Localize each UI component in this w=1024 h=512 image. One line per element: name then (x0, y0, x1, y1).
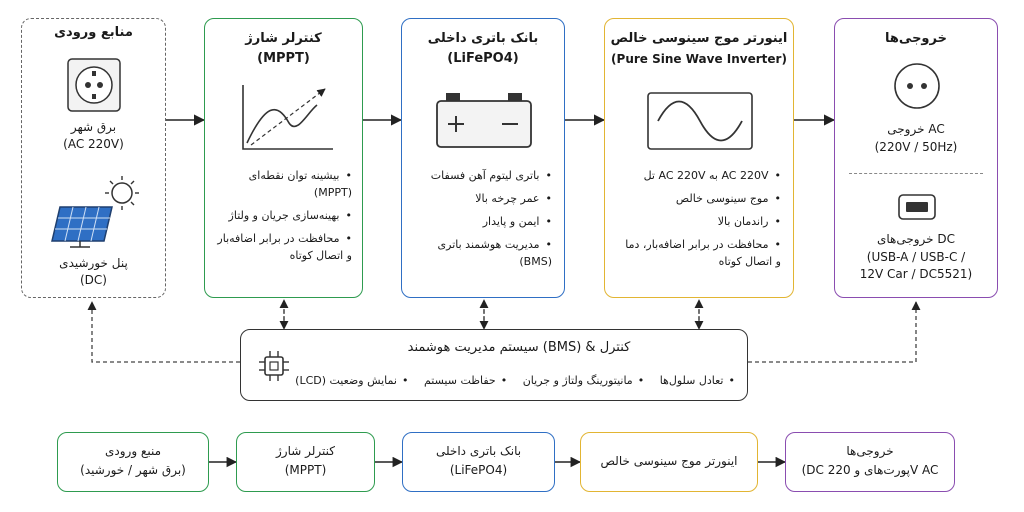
bms-feature: مانیتورینگ ولتاژ و جریان (523, 374, 644, 387)
summary-mppt-box: کنترلر شارژ (MPPT) (236, 432, 375, 492)
summary-inverter-box: اینورتر موج سینوسی خالص (580, 432, 758, 492)
inverter-box: اینورتر موج سینوسی خالص (Pure Sine Wave … (604, 18, 794, 298)
sine-wave-icon (647, 92, 753, 150)
battery-bullet: باتری لیتوم آهن فسفات (412, 167, 552, 184)
battery-bullet: عمر چرخه بالا (412, 190, 552, 207)
bms-dashed-links (87, 299, 921, 363)
inverter-bullet: AC 220V به AC 220V تل (617, 167, 781, 184)
inverter-bullet: موج سینوسی خالص (617, 190, 781, 207)
usb-port-icon (898, 194, 936, 220)
dc-output-value: (USB-A / USB-C / (866, 250, 966, 264)
mppt-bullet: محافظت در برابر اضافه‌بار و اتصال کوتاه (213, 230, 352, 264)
battery-bullets: باتری لیتوم آهن فسفات عمر چرخه بالا ایمن… (412, 167, 552, 276)
chip-icon (259, 351, 289, 381)
grid-value: (AC 220V) (63, 137, 124, 151)
bms-feature: حفاظت سیستم (424, 374, 507, 387)
dc-output-value: 12V Car / DC5521) (859, 267, 973, 281)
mppt-subtitle: (MPPT) (257, 51, 310, 66)
mppt-bullets: بیشینه توان نقطه‌ای (MPPT) بهینه‌سازی جر… (213, 167, 352, 270)
summary-input-line1: منبع ورودی (105, 444, 161, 458)
input-sources-title: منابع ورودی (54, 25, 133, 40)
summary-input-box: منبع ورودی (برق شهر / خورشید) (57, 432, 209, 492)
summary-battery-box: بانک باتری داخلی (LiFePO4) (402, 432, 555, 492)
outputs-box: خروجی‌ها خروجی AC (220V / 50Hz) خروجی‌ها… (834, 18, 998, 298)
battery-bullet: مدیریت هوشمند باتری (BMS) (412, 236, 552, 270)
battery-subtitle: (LiFePO4) (447, 51, 519, 66)
ac-output-value: (220V / 50Hz) (874, 140, 958, 154)
grid-label: برق شهر (70, 120, 117, 134)
solar-label: پنل خورشیدی (59, 256, 128, 270)
mppt-bullet: بهینه‌سازی جریان و ولتاژ (213, 207, 352, 224)
summary-input-line2: (برق شهر / خورشید) (80, 463, 186, 477)
summary-outputs-line2: (DC پورت‌های و 220V AC (801, 463, 939, 477)
mppt-controller-box: کنترلر شارژ (MPPT) بیشینه توان نقطه‌ای (… (204, 18, 363, 298)
summary-mppt-line2: (MPPT) (284, 463, 327, 477)
inverter-title: اینورتر موج سینوسی خالص (610, 31, 788, 46)
mppt-title: کنترلر شارژ (245, 31, 322, 46)
dc-output-label: خروجی‌های DC (876, 232, 956, 246)
bms-feature: نمایش وضعیت (LCD) (295, 374, 408, 387)
battery-bullet: ایمن و پایدار (412, 213, 552, 230)
solar-panel-icon (51, 176, 139, 248)
inverter-bullet: محافظت در برابر اضافه‌بار، دما و اتصال ک… (617, 236, 781, 270)
bms-feature: تعادل سلول‌ها (660, 374, 735, 387)
summary-battery-line1: بانک باتری داخلی (435, 444, 522, 458)
mppt-curve-icon (242, 85, 333, 150)
solar-value: (DC) (80, 273, 107, 287)
mppt-bullet: بیشینه توان نقطه‌ای (MPPT) (213, 167, 352, 201)
inverter-bullet: راندمان بالا (617, 213, 781, 230)
inverter-subtitle: (Pure Sine Wave Inverter) (611, 52, 787, 66)
battery-icon (436, 93, 532, 148)
bms-features: تعادل سلول‌ها مانیتورینگ ولتاژ و جریان ح… (283, 374, 735, 387)
ac-socket-icon (894, 63, 940, 109)
bms-control-box: سیستم مدیریت هوشمند (BMS) & کنترل تعادل … (240, 329, 748, 401)
summary-mppt-line1: کنترلر شارژ (276, 444, 335, 458)
bms-link-input (87, 301, 240, 363)
inverter-bullets: AC 220V به AC 220V تل موج سینوسی خالص را… (617, 167, 781, 276)
input-sources-box: منابع ورودی برق شهر (AC 220V) پنل خورشید… (21, 18, 166, 298)
battery-title: بانک باتری داخلی (427, 31, 539, 46)
wall-outlet-icon (67, 58, 121, 112)
summary-outputs-line1: خروجی‌ها (846, 444, 894, 458)
summary-battery-line2: (LiFePO4) (449, 463, 508, 477)
battery-bank-box: بانک باتری داخلی (LiFePO4) باتری لیتوم آ… (401, 18, 565, 298)
bms-title: سیستم مدیریت هوشمند (BMS) & کنترل (407, 340, 631, 355)
summary-inverter-line1: اینورتر موج سینوسی خالص (600, 454, 738, 468)
outputs-divider (849, 173, 983, 174)
summary-outputs-box: خروجی‌ها (DC پورت‌های و 220V AC (785, 432, 955, 492)
bms-link-outputs (748, 301, 921, 363)
ac-output-label: خروجی AC (887, 122, 945, 136)
outputs-title: خروجی‌ها (885, 31, 947, 46)
